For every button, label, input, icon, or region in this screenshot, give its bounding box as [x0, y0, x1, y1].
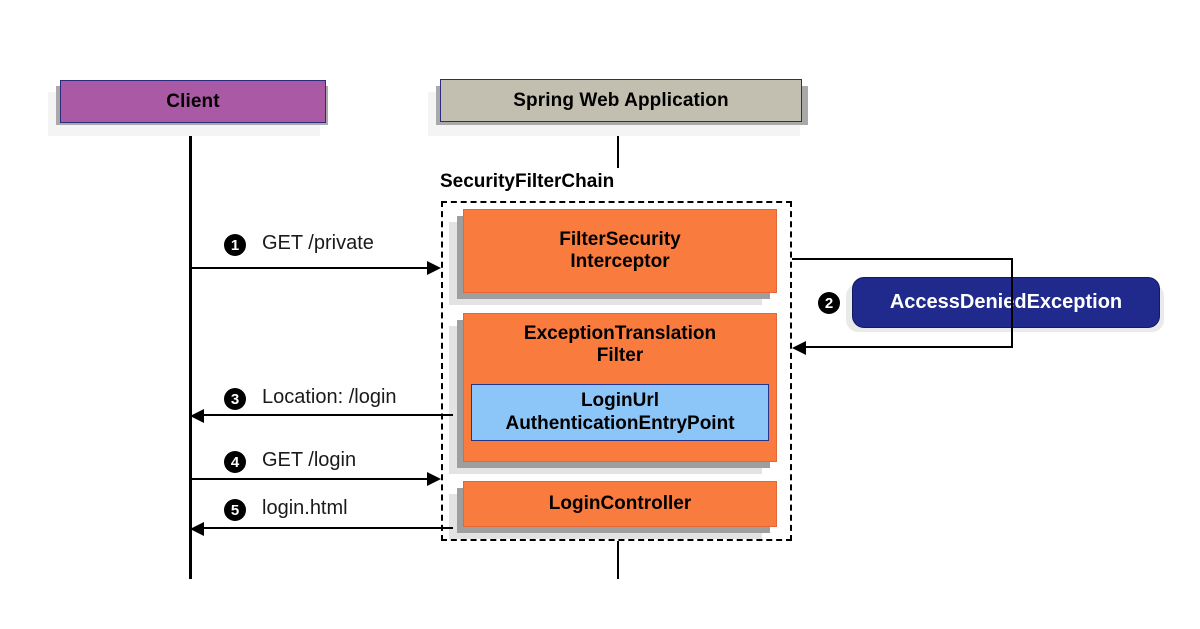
- message-4-line: [190, 478, 427, 480]
- step-badge-5: 5: [224, 499, 246, 521]
- message-1-label: GET /private: [262, 232, 374, 254]
- login-controller[interactable]: LoginController: [463, 481, 777, 527]
- access-denied-exception-label: AccessDeniedException: [889, 291, 1123, 313]
- message-4-label: GET /login: [262, 449, 357, 471]
- spring-app-lifeline-bottom: [617, 541, 619, 579]
- filter-security-interceptor[interactable]: FilterSecurity Interceptor: [463, 209, 777, 293]
- exception-return-arrowhead: [792, 341, 806, 355]
- message-1-line: [190, 267, 427, 269]
- spring-app-lifeline-top: [617, 122, 619, 168]
- login-url-authentication-entry-point[interactable]: LoginUrl AuthenticationEntryPoint: [471, 384, 769, 441]
- exception-throw-segment-vertical: [1011, 258, 1013, 348]
- participant-client-label: Client: [166, 90, 220, 112]
- security-filter-chain-container: [441, 201, 792, 541]
- message-5-arrowhead: [190, 522, 204, 536]
- message-5-label: login.html: [262, 497, 348, 519]
- exception-throw-segment-horizontal-top: [792, 258, 1013, 260]
- client-lifeline: [189, 123, 192, 579]
- login-controller-label: LoginController: [548, 492, 692, 514]
- step-badge-4: 4: [224, 451, 246, 473]
- filter-security-interceptor-line1: FilterSecurity: [559, 228, 681, 250]
- message-5-line: [204, 527, 453, 529]
- participant-spring-web-application-label: Spring Web Application: [513, 89, 729, 111]
- step-badge-1: 1: [224, 234, 246, 256]
- login-url-authentication-entry-point-line1: LoginUrl: [580, 390, 660, 412]
- step-badge-2: 2: [818, 292, 840, 314]
- exception-translation-filter-line1: ExceptionTranslation: [523, 323, 717, 344]
- access-denied-exception[interactable]: AccessDeniedException: [852, 277, 1160, 328]
- message-3-arrowhead: [190, 409, 204, 423]
- login-url-authentication-entry-point-line2: AuthenticationEntryPoint: [505, 412, 735, 434]
- message-1-arrowhead: [427, 261, 441, 275]
- message-3-label: Location: /login: [262, 386, 397, 408]
- security-filter-chain-title: SecurityFilterChain: [440, 171, 615, 192]
- message-3-line: [204, 414, 453, 416]
- exception-return-segment-horizontal-bottom: [806, 346, 1013, 348]
- participant-client[interactable]: Client: [60, 80, 326, 123]
- message-4-arrowhead: [427, 472, 441, 486]
- step-badge-3: 3: [224, 388, 246, 410]
- filter-security-interceptor-line2: Interceptor: [570, 251, 670, 272]
- participant-spring-web-application[interactable]: Spring Web Application: [440, 79, 802, 122]
- exception-translation-filter-line2: Filter: [596, 345, 644, 367]
